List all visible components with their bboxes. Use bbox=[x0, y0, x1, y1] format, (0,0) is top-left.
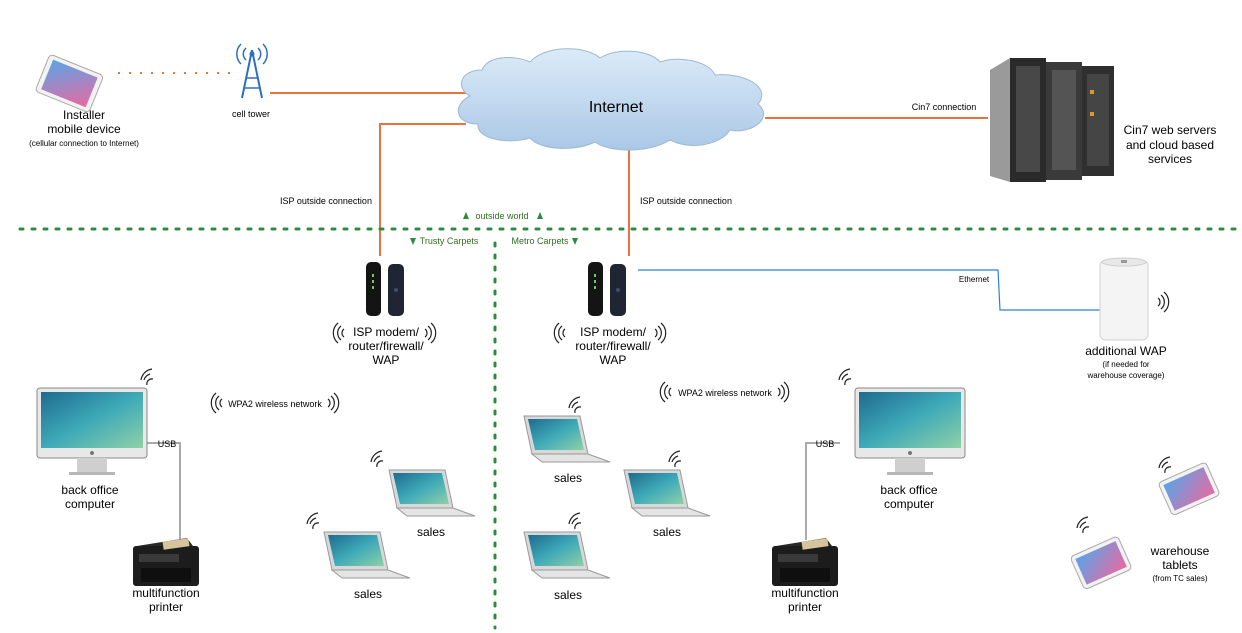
outside-world-label: outside world bbox=[475, 211, 528, 221]
up-arrow-icon bbox=[537, 212, 543, 219]
tablets-note: (from TC sales) bbox=[1153, 574, 1208, 583]
sales-left-label-2: sales bbox=[354, 587, 382, 601]
wifi-icon bbox=[668, 450, 682, 468]
modem-right-label-1: ISP modem/ bbox=[580, 325, 646, 339]
wifi-icon bbox=[568, 512, 582, 530]
wifi-icon bbox=[424, 322, 437, 344]
wifi-icon bbox=[777, 381, 790, 403]
usb-left-label: USB bbox=[158, 439, 177, 449]
imac-icon bbox=[36, 387, 148, 476]
wifi-icon bbox=[1076, 516, 1090, 534]
printer-right-label-1: multifunction bbox=[771, 586, 838, 600]
cin7-label-2: and cloud based bbox=[1126, 138, 1214, 152]
installer-device bbox=[35, 54, 104, 113]
installer-label-1: Installer bbox=[63, 108, 105, 122]
printer-icon bbox=[772, 538, 838, 586]
cin7-label-1: Cin7 web servers bbox=[1124, 123, 1217, 137]
isp-left-link bbox=[379, 123, 466, 256]
tablet-icon bbox=[1158, 462, 1220, 516]
internet-label: Internet bbox=[589, 99, 644, 116]
wifi-icon bbox=[306, 512, 320, 530]
wifi-right-label: WPA2 wireless network bbox=[678, 388, 772, 398]
wifi-icon bbox=[370, 450, 384, 468]
cin7-label-3: services bbox=[1148, 152, 1192, 166]
down-arrow-icon bbox=[410, 238, 416, 245]
server-rack-icon bbox=[990, 58, 1114, 182]
wifi-icon bbox=[210, 392, 223, 414]
modem-right-label-3: WAP bbox=[600, 353, 627, 367]
wifi-icon bbox=[568, 396, 582, 414]
wap-icon bbox=[1099, 257, 1149, 341]
modem-icon bbox=[366, 262, 404, 316]
laptop-icon bbox=[623, 469, 711, 517]
tablets-label-1: warehouse bbox=[1150, 544, 1210, 558]
wifi-icon bbox=[140, 368, 154, 386]
modem-left-label-1: ISP modem/ bbox=[353, 325, 419, 339]
sales-left-label-1: sales bbox=[417, 525, 445, 539]
computer-right-label-2: computer bbox=[884, 497, 934, 511]
modem-icon bbox=[588, 262, 626, 316]
computer-left-label-2: computer bbox=[65, 497, 115, 511]
wap-note-1: (if needed for bbox=[1102, 360, 1149, 369]
printer-icon bbox=[133, 538, 199, 586]
installer-note: (cellular connection to Internet) bbox=[29, 139, 139, 148]
wifi-icon bbox=[327, 392, 340, 414]
wifi-icon bbox=[659, 381, 672, 403]
modem-left-label-2: router/firewall/ bbox=[348, 339, 424, 353]
wifi-icon bbox=[1158, 456, 1172, 474]
imac-icon bbox=[854, 387, 966, 476]
installer-label-2: mobile device bbox=[47, 122, 121, 136]
wap-note-2: warehouse coverage) bbox=[1087, 371, 1165, 380]
printer-left-label-1: multifunction bbox=[132, 586, 199, 600]
wifi-left-label: WPA2 wireless network bbox=[228, 399, 322, 409]
laptop-icon bbox=[323, 531, 411, 579]
tablet-icon bbox=[1070, 536, 1132, 590]
ethernet-label: Ethernet bbox=[959, 275, 990, 284]
isp-right-label: ISP outside connection bbox=[640, 196, 732, 206]
printer-left-label-2: printer bbox=[149, 600, 183, 614]
wifi-icon bbox=[1157, 291, 1170, 313]
connection-lines bbox=[118, 72, 1100, 540]
wifi-icon bbox=[332, 322, 345, 344]
up-arrow-icon bbox=[463, 212, 469, 219]
trusty-carpets-label: Trusty Carpets bbox=[420, 236, 479, 246]
laptop-icon bbox=[523, 415, 611, 463]
computer-left-label-1: back office bbox=[61, 483, 118, 497]
cell-tower-icon bbox=[236, 43, 268, 99]
usb-right-label: USB bbox=[816, 439, 835, 449]
modem-right-label-2: router/firewall/ bbox=[575, 339, 651, 353]
wifi-icon bbox=[553, 322, 566, 344]
cin7-connection-label: Cin7 connection bbox=[912, 102, 977, 112]
laptop-icon bbox=[388, 469, 476, 517]
computer-right-label-1: back office bbox=[880, 483, 937, 497]
sales-right-label-2: sales bbox=[653, 525, 681, 539]
internet-cloud: Internet bbox=[458, 48, 765, 151]
sales-right-label-1: sales bbox=[554, 471, 582, 485]
isp-left-label: ISP outside connection bbox=[280, 196, 372, 206]
down-arrow-icon bbox=[572, 238, 578, 245]
metro-carpets-label: Metro Carpets bbox=[511, 236, 569, 246]
sales-right-label-3: sales bbox=[554, 588, 582, 602]
usb-right-link bbox=[805, 442, 840, 540]
tablets-label-2: tablets bbox=[1162, 558, 1197, 572]
laptop-icon bbox=[523, 531, 611, 579]
modem-left-label-3: WAP bbox=[373, 353, 400, 367]
usb-left-link bbox=[146, 442, 181, 540]
wap-label: additional WAP bbox=[1085, 344, 1167, 358]
wifi-icon bbox=[838, 368, 852, 386]
ethernet-link bbox=[638, 269, 1100, 311]
wifi-icon bbox=[654, 322, 667, 344]
printer-right-label-2: printer bbox=[788, 600, 822, 614]
cell-tower-label: cell tower bbox=[232, 109, 270, 119]
